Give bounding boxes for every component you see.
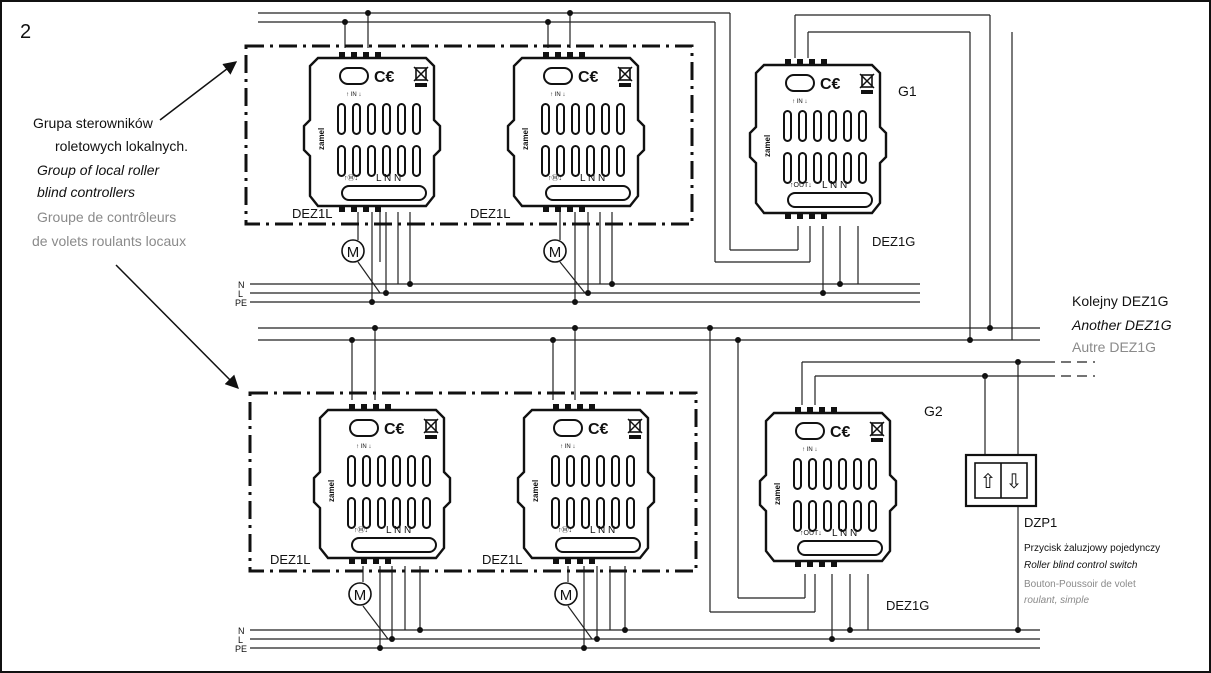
motor: M bbox=[554, 582, 578, 606]
svg-text:↑OUT↓: ↑OUT↓ bbox=[790, 182, 812, 189]
svg-text:↑ IN ↓: ↑ IN ↓ bbox=[346, 92, 361, 98]
brand-logo: zamel bbox=[763, 135, 772, 157]
svg-text:Bouton-Poussoir de volet: Bouton-Poussoir de volet bbox=[1024, 579, 1136, 590]
module-label: DEZ1L bbox=[470, 206, 510, 221]
dez1g-module: C€ ↑ IN ↓ zamel ↑OUT↓ L N N bbox=[748, 59, 888, 219]
top-bus-l: L bbox=[238, 289, 243, 299]
svg-text:↑ IN ↓: ↑ IN ↓ bbox=[792, 99, 807, 105]
module-label: DEZ1G bbox=[872, 234, 915, 249]
top-control-wires bbox=[258, 10, 991, 340]
svg-text:M: M bbox=[347, 244, 360, 261]
svg-text:M: M bbox=[354, 587, 367, 604]
top-local-bus-wires bbox=[357, 212, 859, 305]
ce-mark-icon: C€ bbox=[830, 424, 851, 441]
brand-logo: zamel bbox=[317, 128, 326, 150]
module-label: DEZ1L bbox=[482, 552, 522, 567]
svg-text:L N N: L N N bbox=[386, 525, 411, 536]
ce-mark-icon: C€ bbox=[820, 76, 841, 93]
dez1l-module: C€ ↑ IN ↓ zamel ↑Ⓜ↓ L N N bbox=[516, 404, 656, 564]
svg-text:↑ IN ↓: ↑ IN ↓ bbox=[550, 92, 565, 98]
ce-mark-icon: C€ bbox=[588, 421, 609, 438]
pointer-arrow bbox=[115, 264, 239, 389]
bottom-bus-pe: PE bbox=[235, 644, 247, 654]
dez1g-module: C€ ↑ IN ↓ zamel ↑OUT↓ L N N bbox=[758, 407, 898, 567]
svg-text:Another DEZ1G: Another DEZ1G bbox=[1071, 317, 1172, 333]
pointer-arrow bbox=[159, 61, 238, 121]
svg-text:↑Ⓜ↓: ↑Ⓜ↓ bbox=[548, 174, 562, 182]
module-label: DEZ1L bbox=[292, 206, 332, 221]
ce-mark-icon: C€ bbox=[384, 421, 405, 438]
dez1l-module: C€ ↑ IN ↓ zamel ↑Ⓜ↓ L N N bbox=[312, 404, 452, 564]
dez1l-module: C€ ↑ IN ↓ zamel ↑Ⓜ↓ L N N bbox=[506, 52, 646, 212]
top-bus-n: N bbox=[238, 280, 245, 290]
brand-logo: zamel bbox=[531, 480, 540, 502]
svg-text:blind controllers: blind controllers bbox=[37, 184, 135, 200]
svg-text:M: M bbox=[549, 244, 562, 261]
another-dez1g-annotation: Kolejny DEZ1G Another DEZ1G Autre DEZ1G bbox=[1071, 293, 1172, 355]
motor: M bbox=[341, 239, 365, 263]
svg-text:DZP1: DZP1 bbox=[1024, 515, 1057, 530]
arrow-down-icon: ⇩ bbox=[1006, 471, 1023, 493]
dzp1-annotation: DZP1 Przycisk żaluzjowy pojedynczy Rolle… bbox=[1024, 515, 1160, 606]
svg-text:↑Ⓜ↓: ↑Ⓜ↓ bbox=[344, 174, 358, 182]
motor: M bbox=[348, 582, 372, 606]
svg-text:Przycisk żaluzjowy pojedynczy: Przycisk żaluzjowy pojedynczy bbox=[1024, 543, 1160, 554]
bottom-bus-l: L bbox=[238, 635, 243, 645]
svg-text:roletowych lokalnych.: roletowych lokalnych. bbox=[55, 138, 188, 154]
svg-text:L N N: L N N bbox=[822, 180, 847, 191]
svg-text:↑OUT↓: ↑OUT↓ bbox=[800, 530, 822, 537]
svg-text:↑ IN ↓: ↑ IN ↓ bbox=[802, 447, 817, 453]
bottom-bus: N L PE bbox=[235, 626, 1040, 654]
roller-blind-switch: ⇧ ⇩ bbox=[964, 453, 1038, 508]
group-label: G1 bbox=[898, 83, 917, 99]
svg-text:Groupe de contrôleurs: Groupe de contrôleurs bbox=[37, 209, 176, 225]
svg-text:↑ IN ↓: ↑ IN ↓ bbox=[560, 444, 575, 450]
svg-text:↑Ⓜ↓: ↑Ⓜ↓ bbox=[558, 526, 572, 534]
arrow-up-icon: ⇧ bbox=[980, 471, 997, 493]
group-label: G2 bbox=[924, 403, 943, 419]
bottom-control-wires bbox=[258, 32, 1095, 630]
svg-text:L N N: L N N bbox=[376, 173, 401, 184]
svg-text:L N N: L N N bbox=[580, 173, 605, 184]
svg-text:↑Ⓜ↓: ↑Ⓜ↓ bbox=[354, 526, 368, 534]
ce-mark-icon: C€ bbox=[578, 69, 599, 86]
svg-text:M: M bbox=[560, 587, 573, 604]
top-bus-pe: PE bbox=[235, 298, 247, 308]
ce-mark-icon: C€ bbox=[374, 69, 395, 86]
brand-logo: zamel bbox=[773, 483, 782, 505]
svg-text:roulant, simple: roulant, simple bbox=[1024, 595, 1089, 606]
module-label: DEZ1L bbox=[270, 552, 310, 567]
bottom-local-bus-wires bbox=[362, 566, 1021, 651]
top-local-group-box bbox=[244, 44, 694, 226]
group-annotation: Grupa sterowników roletowych lokalnych. … bbox=[32, 115, 188, 249]
brand-logo: zamel bbox=[521, 128, 530, 150]
svg-text:↑ IN ↓: ↑ IN ↓ bbox=[356, 444, 371, 450]
svg-text:L N N: L N N bbox=[590, 525, 615, 536]
svg-text:Group of local roller: Group of local roller bbox=[37, 162, 161, 178]
bottom-local-group-box bbox=[248, 391, 698, 573]
svg-text:Grupa sterowników: Grupa sterowników bbox=[33, 115, 154, 131]
svg-text:Autre DEZ1G: Autre DEZ1G bbox=[1072, 339, 1156, 355]
svg-text:Kolejny DEZ1G: Kolejny DEZ1G bbox=[1072, 293, 1168, 309]
svg-text:de volets roulants locaux: de volets roulants locaux bbox=[32, 233, 186, 249]
svg-text:L N N: L N N bbox=[832, 528, 857, 539]
brand-logo: zamel bbox=[327, 480, 336, 502]
figure-number: 2 bbox=[20, 21, 31, 43]
dez1l-module: C€ ↑ IN ↓ zamel ↑Ⓜ↓ L N N bbox=[302, 52, 442, 212]
module-label: DEZ1G bbox=[886, 598, 929, 613]
svg-text:Roller blind control switch: Roller blind control switch bbox=[1024, 560, 1138, 571]
motor: M bbox=[543, 239, 567, 263]
bottom-bus-n: N bbox=[238, 626, 245, 636]
